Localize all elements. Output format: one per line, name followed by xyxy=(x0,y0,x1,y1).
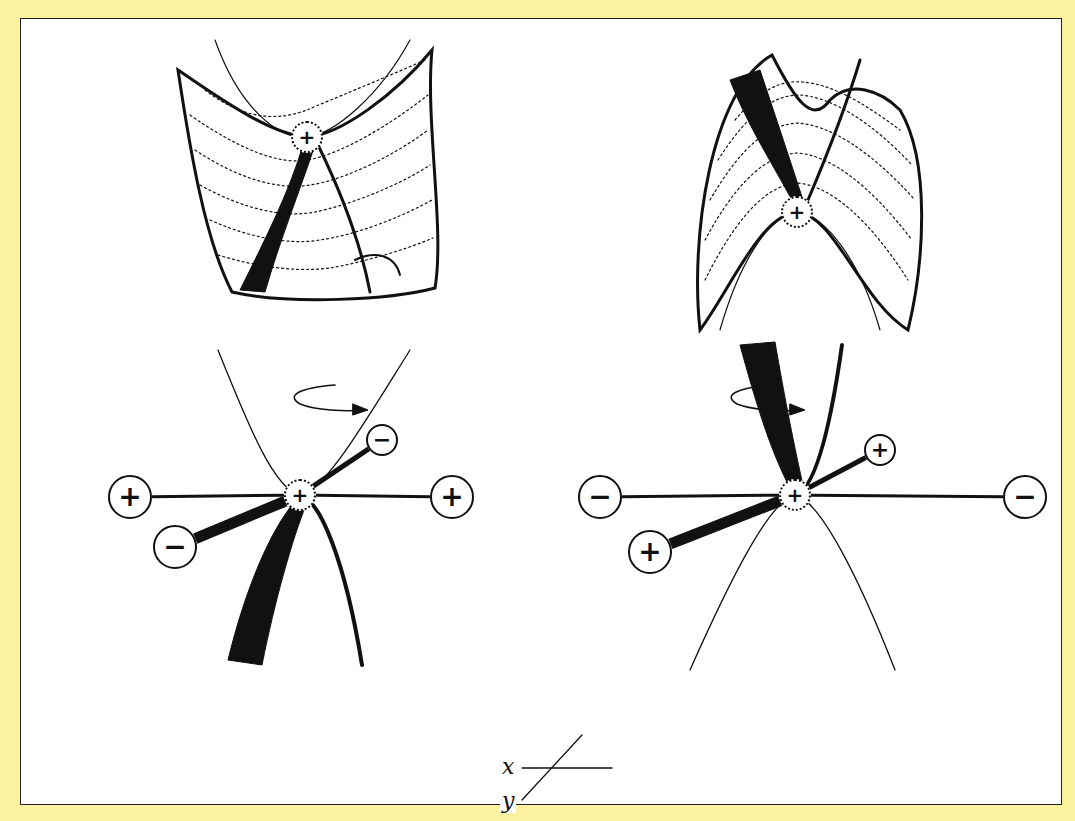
bond-line xyxy=(809,457,866,487)
axis-label: y xyxy=(500,788,516,813)
charge-sign: + xyxy=(638,538,661,566)
bond-line xyxy=(622,495,779,497)
central-charge: + xyxy=(291,121,323,153)
charge-circle: − xyxy=(578,475,622,519)
charge-sign: + xyxy=(118,483,141,511)
charge-circle: + xyxy=(430,475,474,519)
charge-circle: + xyxy=(864,434,896,466)
charge-circle: − xyxy=(153,525,197,569)
charge-sign: + xyxy=(789,202,806,222)
charge-sign: − xyxy=(163,533,186,561)
central-charge: + xyxy=(779,479,811,511)
figure-frame xyxy=(20,18,1062,805)
bond-line xyxy=(316,495,430,497)
charge-circle: + xyxy=(628,530,672,574)
charge-circle: − xyxy=(366,424,398,456)
charge-sign: + xyxy=(292,485,309,505)
charge-circle: − xyxy=(1003,475,1047,519)
charge-circle: + xyxy=(108,475,152,519)
axis-label: x xyxy=(500,754,516,779)
bond-line xyxy=(195,501,285,538)
charge-sign: + xyxy=(871,439,889,461)
central-charge: + xyxy=(781,196,813,228)
bond-line xyxy=(670,501,780,544)
charge-sign: + xyxy=(787,485,804,505)
charge-sign: − xyxy=(1013,483,1036,511)
bond-line xyxy=(313,449,368,486)
charge-sign: + xyxy=(440,483,463,511)
bond-line xyxy=(152,495,284,497)
central-charge: + xyxy=(284,479,316,511)
bond-line xyxy=(811,495,1003,497)
charge-sign: − xyxy=(373,429,391,451)
charge-sign: − xyxy=(588,483,611,511)
charge-sign: + xyxy=(299,127,316,147)
